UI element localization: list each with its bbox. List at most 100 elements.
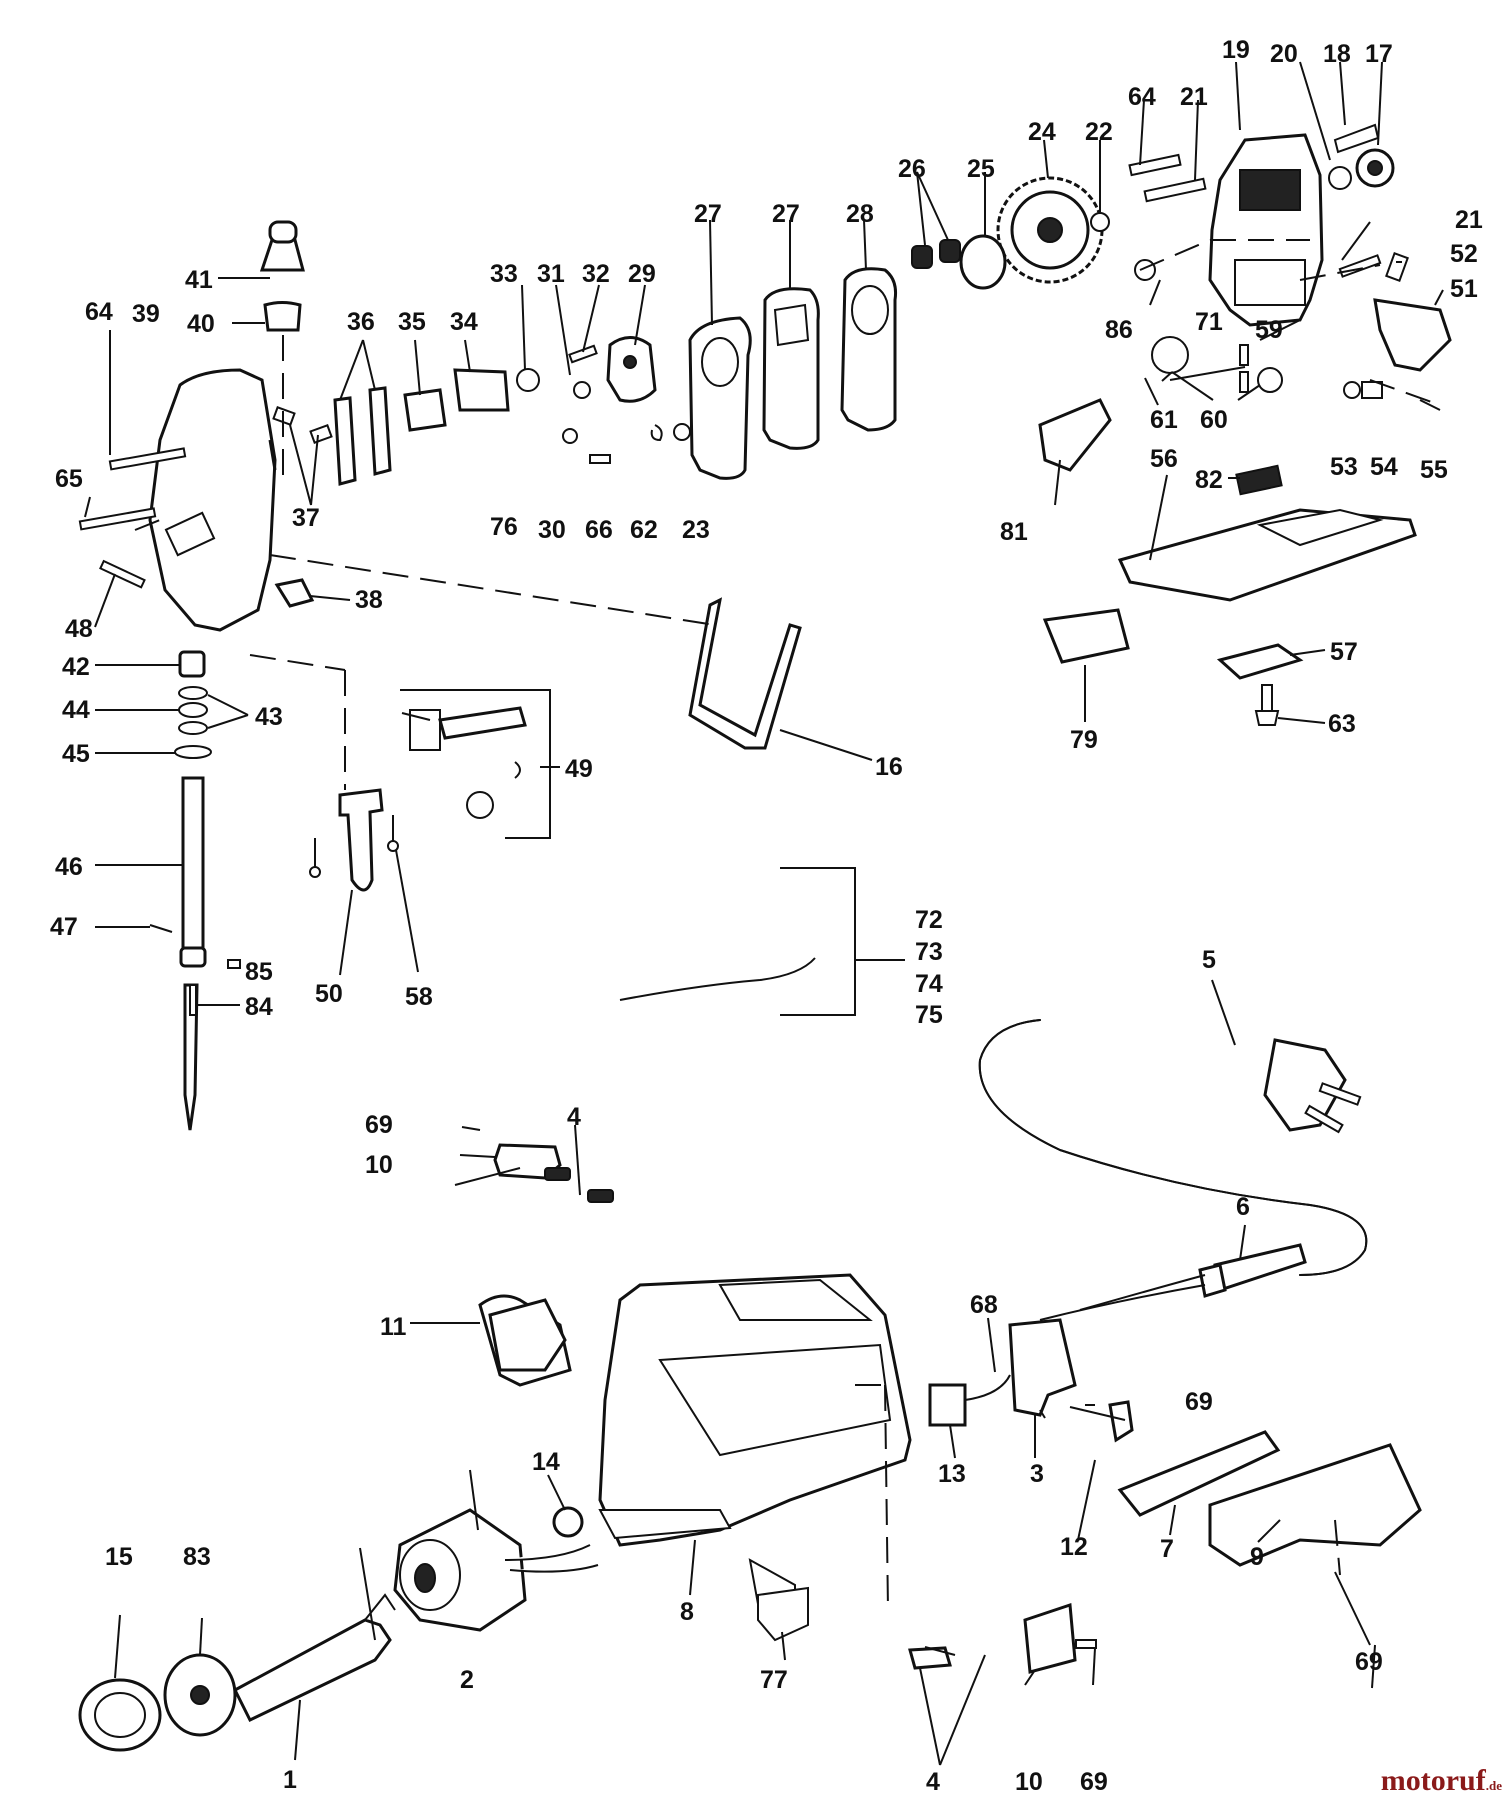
part-label-79: 79 — [1070, 726, 1098, 754]
part-label-84: 84 — [245, 993, 273, 1021]
part-label-13: 13 — [938, 1460, 966, 1488]
part-label-65: 65 — [55, 465, 83, 493]
part-label-74: 74 — [915, 970, 943, 998]
part-label-48: 48 — [65, 615, 93, 643]
power-cord-group — [978, 1019, 1368, 1321]
part-label-28: 27 — [772, 200, 800, 228]
part-label-72: 72 — [915, 906, 943, 934]
part-label-34: 34 — [450, 308, 478, 336]
part-label-77: 77 — [760, 1666, 788, 1694]
part-label-63: 63 — [1328, 710, 1356, 738]
part-label-44: 44 — [62, 696, 90, 724]
part-label-56: 56 — [1150, 445, 1178, 473]
part-label-82: 82 — [1195, 466, 1223, 494]
part-label-3: 3 — [1030, 1460, 1044, 1488]
part-label-27b: 28 — [846, 200, 874, 228]
part-label-24: 24 — [1028, 118, 1056, 146]
part-label-31: 31 — [537, 260, 565, 288]
cable-bundle-group — [619, 957, 816, 1001]
part-label-55: 55 — [1420, 456, 1448, 484]
part-label-14: 14 — [532, 1448, 560, 1476]
part-label-36: 36 — [347, 308, 375, 336]
watermark-tld: .de — [1485, 1778, 1502, 1793]
part-label-18: 18 — [1323, 40, 1351, 68]
guide-plates-group — [516, 267, 897, 480]
part-label-10b: 10 — [1015, 1768, 1043, 1796]
part-label-39: 39 — [132, 300, 160, 328]
part-label-50: 50 — [315, 980, 343, 1008]
part-label-73: 73 — [915, 938, 943, 966]
part-label-60: 60 — [1200, 406, 1228, 434]
part-label-2: 2 — [460, 1666, 474, 1694]
part-label-75: 75 — [915, 1001, 943, 1029]
part-label-32: 32 — [582, 260, 610, 288]
part-label-29: 29 — [628, 260, 656, 288]
part-label-25: 25 — [967, 155, 995, 183]
misc-parts-group — [488, 1298, 1095, 1642]
part-label-5: 5 — [1202, 946, 1216, 974]
part-label-21a: 21 — [1180, 83, 1208, 111]
part-label-10a: 10 — [365, 1151, 393, 1179]
part-label-47: 47 — [50, 913, 78, 941]
part-label-81: 81 — [1000, 518, 1028, 546]
part-label-6: 6 — [1236, 1193, 1250, 1221]
part-label-85: 85 — [245, 958, 273, 986]
part-label-64a: 64 — [1128, 83, 1156, 111]
part-label-57: 57 — [1330, 638, 1358, 666]
site-watermark: motoruf.de — [1381, 1764, 1502, 1798]
part-label-66: 66 — [585, 516, 613, 544]
part-label-11: 11 — [380, 1313, 407, 1341]
part-label-64b: 64 — [85, 298, 113, 326]
part-label-54: 54 — [1370, 453, 1398, 481]
part-label-46: 46 — [55, 853, 83, 881]
part-label-69c: 69 — [1355, 1648, 1383, 1676]
part-label-69b: 69 — [1185, 1388, 1213, 1416]
motor-components-group — [78, 1506, 599, 1752]
part-label-27a: 27 — [694, 200, 722, 228]
part-label-37: 37 — [292, 504, 320, 532]
part-label-15: 15 — [105, 1543, 133, 1571]
watermark-name: motoruf — [1380, 1764, 1486, 1797]
part-label-22: 22 — [1085, 118, 1113, 146]
part-label-30: 30 — [538, 516, 566, 544]
part-labels: 1 2 3 4 4 5 6 7 8 9 10 10 11 12 13 14 15… — [50, 36, 1483, 1796]
part-label-1: 1 — [283, 1766, 297, 1794]
part-label-53: 53 — [1330, 453, 1358, 481]
part-label-41: 41 — [185, 266, 213, 294]
part-label-49: 49 — [565, 755, 593, 783]
part-label-33: 33 — [490, 260, 518, 288]
alignment-lines — [134, 239, 1441, 1611]
switch-handle-group — [461, 1126, 1422, 1674]
part-label-43: 43 — [255, 703, 283, 731]
part-label-61: 61 — [1150, 406, 1178, 434]
base-group — [1038, 398, 1417, 726]
part-label-8: 8 — [680, 1598, 694, 1626]
part-label-38: 38 — [355, 586, 383, 614]
part-label-58: 58 — [405, 983, 433, 1011]
part-label-76: 76 — [490, 513, 518, 541]
part-label-69d: 69 — [1080, 1768, 1108, 1796]
leader-lines — [84, 61, 1444, 1766]
part-label-86: 86 — [1105, 316, 1133, 344]
part-label-16: 16 — [875, 753, 903, 781]
part-label-35: 35 — [398, 308, 426, 336]
clip-bracket-group — [309, 597, 802, 892]
part-label-20: 20 — [1270, 40, 1298, 68]
cover-and-plunger-group — [78, 220, 510, 1131]
part-label-83: 83 — [183, 1543, 211, 1571]
part-label-7: 7 — [1160, 1535, 1174, 1563]
part-label-12: 12 — [1060, 1533, 1088, 1561]
part-label-69a: 69 — [365, 1111, 393, 1139]
part-label-59: 59 — [1255, 316, 1283, 344]
part-label-68: 68 — [970, 1291, 998, 1319]
part-label-42: 42 — [62, 653, 90, 681]
part-label-23: 23 — [682, 516, 710, 544]
part-label-4a: 4 — [567, 1103, 581, 1131]
part-label-52: 52 — [1450, 240, 1478, 268]
part-label-9: 9 — [1250, 1543, 1264, 1571]
part-label-45: 45 — [62, 740, 90, 768]
part-label-17: 17 — [1365, 40, 1393, 68]
part-label-21b: 21 — [1455, 206, 1483, 234]
part-label-4b: 4 — [926, 1768, 940, 1796]
